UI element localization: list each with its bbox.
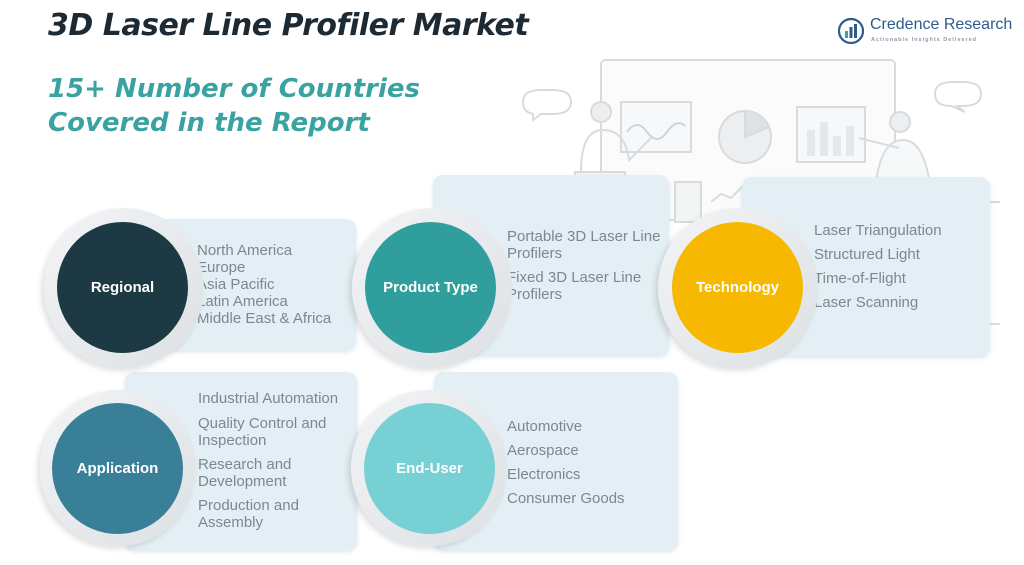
credence-logo-icon <box>838 18 864 44</box>
technology-circle: Technology <box>672 222 803 353</box>
list-item: Laser Scanning <box>814 294 919 311</box>
list-item: Fixed 3D Laser Line Profilers <box>507 269 642 303</box>
regional-label: Regional <box>90 279 155 296</box>
product-type-circle: Product Type <box>365 222 496 353</box>
application-label: Application <box>76 460 159 477</box>
list-item: Automotive <box>507 418 583 435</box>
list-item: Middle East & Africa <box>197 310 332 327</box>
list-item: Consumer Goods <box>507 490 625 507</box>
list-item: Latin America <box>197 293 288 310</box>
end-user-items: Automotive Aerospace Electronics Consume… <box>507 418 625 507</box>
list-item: Production and Assembly <box>198 497 299 531</box>
list-item: Structured Light <box>814 246 920 263</box>
list-item: Europe <box>197 259 246 276</box>
application-items: Industrial Automation Quality Control an… <box>198 390 356 531</box>
end-user-circle: End-User <box>364 403 495 534</box>
page-title: 3D Laser Line Profiler Market <box>48 8 529 43</box>
list-item: Portable 3D Laser Line Profilers <box>507 228 661 262</box>
list-item: Laser Triangulation <box>814 222 942 239</box>
application-circle: Application <box>52 403 183 534</box>
end-user-label: End-User <box>396 460 463 477</box>
product-type-label: Product Type <box>383 279 478 296</box>
subtitle-line-2: Covered in the Report <box>48 108 370 138</box>
list-item: Electronics <box>507 466 581 483</box>
brand-tagline: Actionable Insights Delivered <box>871 37 978 43</box>
list-item: Aerospace <box>507 442 579 459</box>
list-item: Quality Control and Inspection <box>198 415 327 449</box>
list-item: Asia Pacific <box>197 276 275 293</box>
product-type-items: Portable 3D Laser Line Profilers Fixed 3… <box>507 228 669 303</box>
list-item: Time-of-Flight <box>814 270 906 287</box>
technology-items: Laser Triangulation Structured Light Tim… <box>814 222 942 311</box>
presentation-illustration <box>521 59 1000 325</box>
brand-name: Credence Research <box>870 16 1013 33</box>
regional-circle: Regional <box>57 222 188 353</box>
page-subtitle: 15+ Number of Countries Covered in the R… <box>48 72 448 140</box>
list-item: Research and Development <box>198 456 292 490</box>
regional-items: North America Europe Asia Pacific Latin … <box>197 242 331 327</box>
technology-label: Technology <box>695 279 780 296</box>
list-item: North America <box>197 242 293 259</box>
list-item: Industrial Automation <box>198 390 339 407</box>
subtitle-line-1: 15+ Number of Countries <box>48 74 420 104</box>
brand-logo: Credence Research Actionable Insights De… <box>838 16 1012 50</box>
